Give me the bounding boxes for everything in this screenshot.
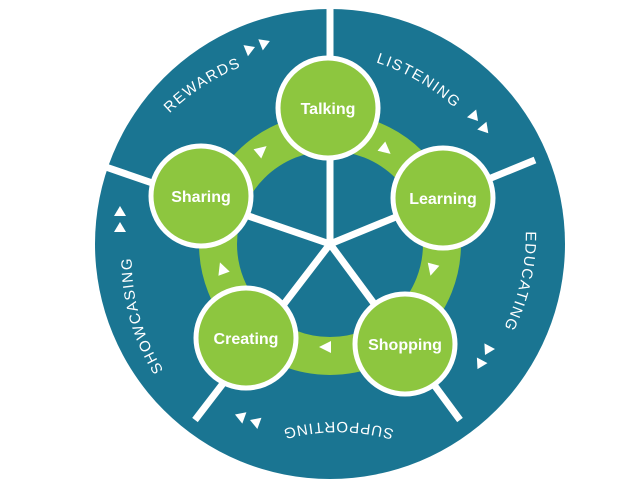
inner-arrow-learning-shopping (427, 262, 440, 276)
node-sharing: Sharing (148, 143, 254, 249)
inner-arrow-creating-sharing (218, 262, 230, 276)
outer-arrow-pair-supporting (234, 412, 262, 430)
arrow-right-icon (466, 109, 478, 121)
inner-arrow-sharing-talking (253, 146, 267, 159)
outer-arrow-pair-showcasing (114, 206, 126, 232)
node-shopping: Shopping (352, 291, 458, 397)
inner-arrows (218, 141, 440, 353)
arrow-right-icon (477, 121, 489, 134)
inner-arrow-talking-learning (377, 141, 391, 154)
arrow-right-icon (114, 222, 126, 232)
outer-arrow-pair-listening (466, 109, 489, 134)
inner-arrow-shopping-creating (319, 341, 331, 353)
node-label-creating: Creating (214, 331, 279, 348)
node-creating: Creating (193, 285, 299, 391)
node-talking: Talking (275, 55, 381, 161)
node-label-shopping: Shopping (368, 337, 442, 354)
node-learning: Learning (390, 145, 496, 251)
arrow-right-icon (243, 45, 255, 57)
arrow-right-icon (484, 343, 495, 355)
outer-arrows (114, 39, 495, 430)
outer-arrow-pair-educating (476, 343, 495, 370)
node-label-talking: Talking (301, 101, 356, 118)
arrow-right-icon (234, 412, 247, 424)
arrow-right-icon (114, 206, 126, 216)
node-label-learning: Learning (409, 191, 477, 208)
outer-arrow-pair-rewards (243, 39, 270, 57)
arrow-right-icon (250, 417, 262, 430)
arrow-right-icon (258, 39, 270, 51)
node-label-sharing: Sharing (171, 189, 231, 206)
arrow-right-icon (476, 357, 488, 370)
